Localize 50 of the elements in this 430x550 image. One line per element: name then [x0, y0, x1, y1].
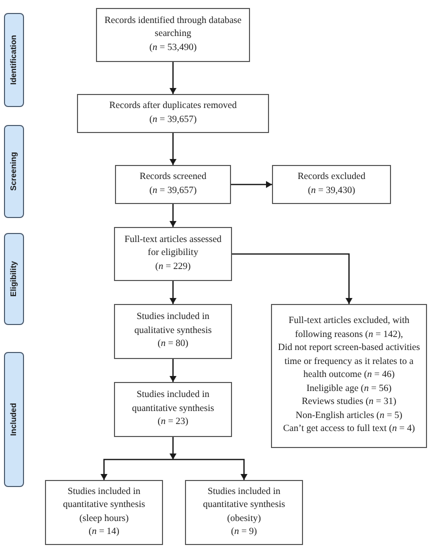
arrow: [170, 204, 176, 227]
process-box: [272, 165, 391, 204]
box-text: (n = 39,430): [308, 184, 356, 198]
arrow: [170, 281, 176, 304]
process-box: [114, 382, 232, 437]
box-text: Ineligible age (n = 56): [306, 382, 392, 396]
process-box: [185, 480, 303, 545]
arrow: [170, 133, 176, 165]
box-text: Can’t get access to full text (n = 4): [283, 423, 415, 436]
box-text: (n = 23): [158, 416, 188, 430]
process-box: [77, 94, 269, 133]
stage-label: Identification: [9, 35, 19, 85]
box-text: (n = 39,657): [149, 184, 197, 198]
box-text: (n = 14): [88, 526, 120, 539]
stage-tab: [4, 233, 24, 325]
box-text: (n = 53,490): [149, 42, 197, 55]
stage-label: Included: [9, 403, 19, 436]
box-text: Did not report screen-based activities time or frequency as it relates to a health outcome (n = 46): [277, 342, 421, 382]
arrow: [100, 458, 173, 480]
stage-tab: [4, 125, 24, 218]
arrow: [170, 359, 176, 382]
box-text: (sleep hours): [79, 512, 129, 526]
stage-tab: [4, 352, 24, 487]
box-text: (n = 229): [155, 260, 191, 274]
arrow: [173, 458, 248, 480]
stage-tab: [4, 13, 24, 107]
box-text: Records screened: [140, 171, 206, 184]
arrow: [170, 62, 176, 94]
box-text: (n = 39,657): [149, 114, 197, 126]
process-box: [45, 480, 163, 545]
process-box: [96, 8, 250, 62]
process-box: [114, 227, 232, 281]
box-text: Studies included in quantitative synthesis: [202, 486, 286, 512]
box-text: (n = 80): [158, 338, 188, 352]
process-box: [271, 304, 427, 448]
box-text: (obesity): [227, 512, 261, 526]
box-text: Records after duplicates removed: [109, 100, 237, 113]
box-text: Full-text articles excluded, with following reasons (n = 142),: [288, 315, 410, 342]
box-text: (n = 9): [231, 526, 257, 539]
box-text: Non-English articles (n = 5): [296, 410, 402, 423]
arrow: [231, 181, 272, 188]
box-text: Studies included in quantitative synthesis: [62, 486, 146, 512]
stage-label: Eligibility: [9, 261, 19, 297]
box-text: Reviews studies (n = 31): [302, 396, 396, 410]
process-box: [114, 304, 232, 359]
box-text: Records excluded: [298, 171, 366, 184]
connector-line: [170, 437, 176, 460]
stage-label: Screening: [9, 152, 19, 191]
process-box: [115, 165, 231, 204]
arrow: [232, 253, 352, 304]
